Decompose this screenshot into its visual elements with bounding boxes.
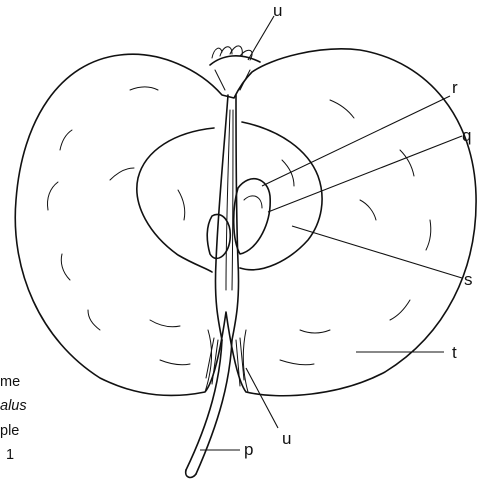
leader-u-bottom xyxy=(246,368,278,428)
label-u-top: u xyxy=(273,1,282,20)
label-r: r xyxy=(452,78,458,97)
core-axis xyxy=(215,95,238,340)
label-p: p xyxy=(244,440,253,459)
flesh-texture xyxy=(47,87,430,365)
core-boundary xyxy=(137,122,322,272)
label-u-bottom: u xyxy=(282,429,291,448)
label-s: s xyxy=(464,270,473,289)
label-t: t xyxy=(452,343,457,362)
caption-line-3: ple xyxy=(0,423,19,439)
leader-u-top xyxy=(248,16,274,60)
apple-outline xyxy=(15,49,476,396)
leader-lines xyxy=(200,16,462,450)
label-q: q xyxy=(462,126,471,145)
caption-line-2: alus xyxy=(0,398,27,414)
leader-s xyxy=(292,226,462,278)
stalk xyxy=(186,340,232,477)
leader-r xyxy=(262,96,450,186)
caption-line-1: me xyxy=(0,374,20,390)
caption-line-4: 1 xyxy=(6,447,14,463)
